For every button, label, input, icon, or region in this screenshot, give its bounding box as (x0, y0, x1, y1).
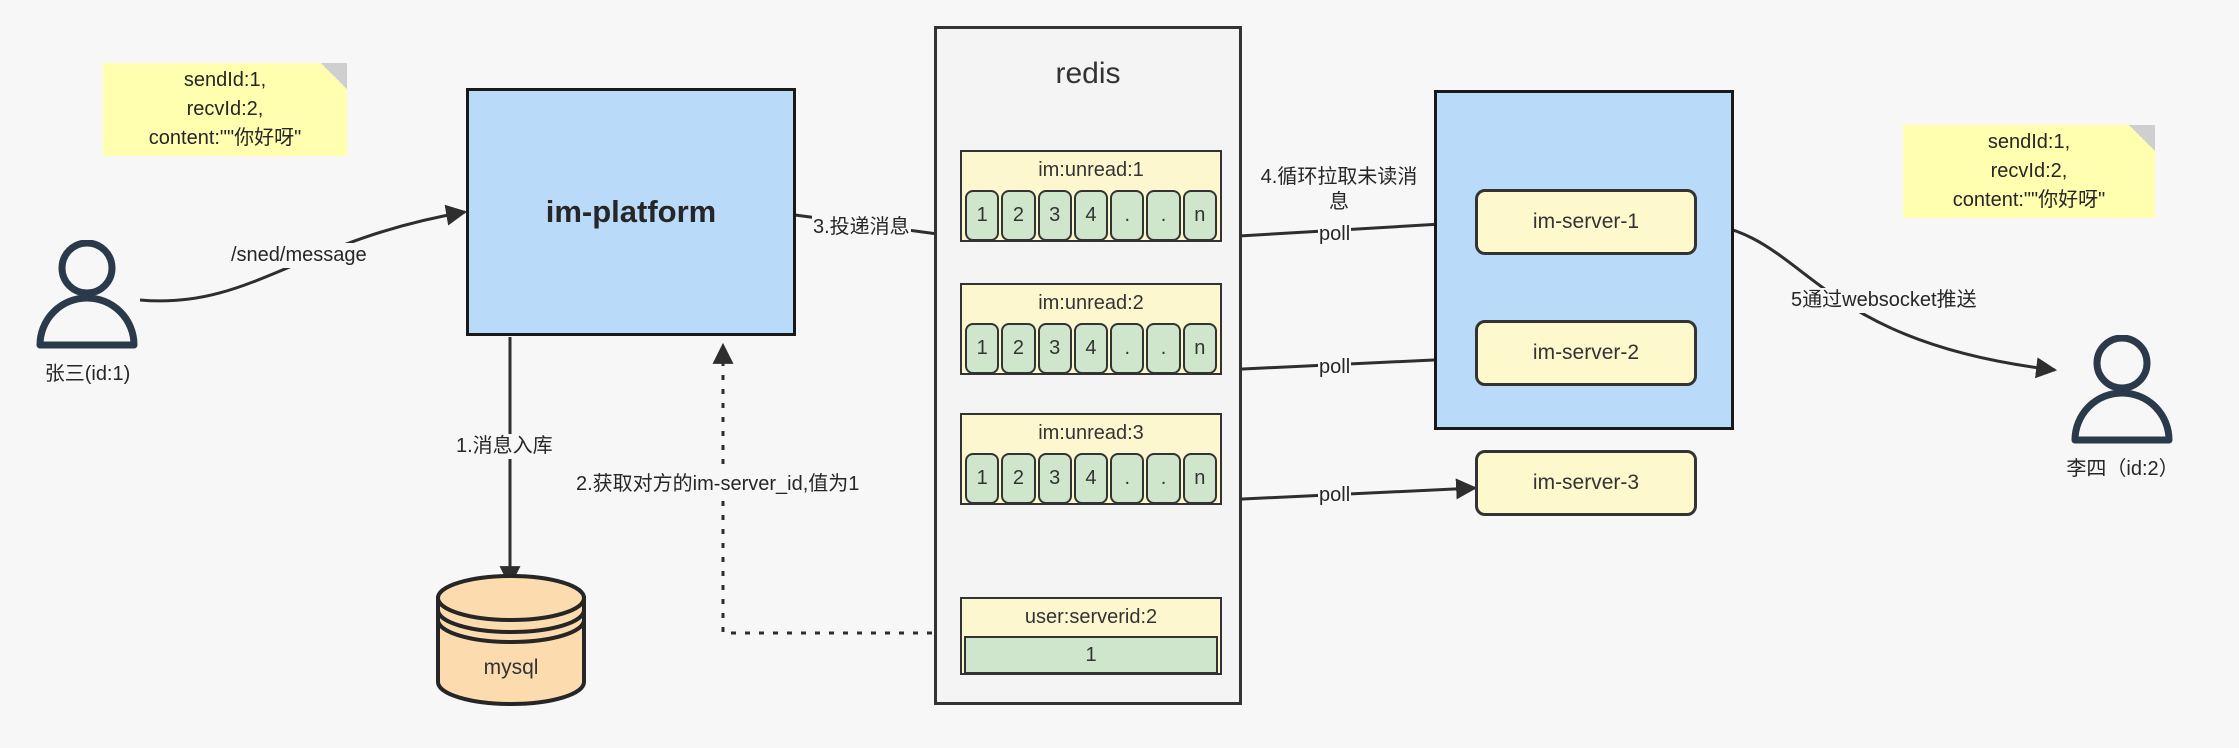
edge-label-poll-2: poll (1318, 355, 1352, 380)
redis-cell: . (1146, 453, 1181, 504)
redis-cell: 2 (1001, 453, 1036, 504)
redis-kv-key: user:serverid:2 (1024, 606, 1158, 628)
edge-label-step1: 1.消息入库 (455, 434, 554, 459)
redis-cell: . (1110, 453, 1145, 504)
redis-cell: 1 (965, 453, 1000, 504)
redis-list-key: im:unread:2 (1038, 292, 1144, 314)
redis-list-key: im:unread:3 (1038, 422, 1144, 444)
redis-list-key: im:unread:1 (1038, 159, 1144, 181)
sticky-note-right: sendId:1, recvId:2, content:""你好呀" (1903, 125, 2155, 218)
redis-cell: 4 (1073, 323, 1109, 374)
edge-label-step2: 2.获取对方的im-server_id,值为1 (575, 472, 861, 497)
redis-cell: 1 (965, 190, 1000, 241)
im-server-3-box[interactable]: im-server-3 (1475, 450, 1697, 516)
redis-kv-user-serverid[interactable]: user:serverid:2 1 (960, 597, 1222, 675)
sticky-fold-icon (2129, 125, 2155, 151)
edge-label-poll-1: poll (1318, 222, 1352, 247)
redis-kv-value: 1 (964, 636, 1218, 674)
redis-list-im-unread-2[interactable]: im:unread:2 1 2 3 4 . . n (960, 283, 1222, 375)
im-platform-label: im-platform (545, 194, 717, 229)
edge-label-step4: 4.循环拉取未读消 息 (1258, 165, 1420, 215)
redis-title: redis (1055, 57, 1121, 90)
mysql-database[interactable]: mysql (432, 570, 590, 710)
edge-label-poll-3: poll (1318, 483, 1352, 508)
im-server-2-label: im-server-2 (1532, 341, 1640, 364)
redis-cell: 2 (1001, 190, 1036, 241)
redis-cell: . (1110, 190, 1145, 241)
sticky-note-left-text: sendId:1, recvId:2, content:""你好呀" (148, 69, 302, 149)
im-server-3-label: im-server-3 (1532, 471, 1640, 494)
actor-sender: 张三(id:1) (30, 239, 145, 385)
sticky-fold-icon (321, 63, 347, 89)
edge-label-step3: 3.投递消息 (812, 215, 911, 240)
redis-cell: . (1110, 323, 1145, 374)
redis-cell: 3 (1037, 453, 1072, 504)
actor-receiver-label: 李四（id:2） (2066, 458, 2179, 480)
redis-cell: 3 (1037, 190, 1072, 241)
user-icon (36, 239, 138, 349)
redis-cell: . (1146, 323, 1181, 374)
actor-sender-label: 张三(id:1) (44, 363, 131, 385)
database-cylinder-icon (436, 574, 586, 706)
redis-cell: 4 (1073, 190, 1109, 241)
redis-list-im-unread-1[interactable]: im:unread:1 1 2 3 4 . . n (960, 150, 1222, 242)
im-platform-box[interactable]: im-platform (466, 88, 796, 336)
mysql-label: mysql (483, 656, 539, 679)
user-icon (2071, 334, 2173, 444)
sticky-note-left: sendId:1, recvId:2, content:""你好呀" (103, 63, 347, 156)
im-server-1-box[interactable]: im-server-1 (1475, 189, 1697, 255)
redis-cell: n (1182, 453, 1217, 504)
redis-cell: n (1182, 323, 1217, 374)
im-server-2-box[interactable]: im-server-2 (1475, 320, 1697, 386)
redis-cell: 4 (1073, 453, 1109, 504)
edge-label-send-message: /sned/message (230, 243, 368, 268)
redis-cell: 1 (965, 323, 1000, 374)
redis-cell: . (1146, 190, 1181, 241)
sticky-note-right-text: sendId:1, recvId:2, content:""你好呀" (1952, 131, 2106, 211)
edge-label-step5: 5通过websocket推送 (1790, 288, 1978, 313)
redis-list-im-unread-3[interactable]: im:unread:3 1 2 3 4 . . n (960, 413, 1222, 505)
im-server-1-label: im-server-1 (1532, 210, 1640, 233)
redis-cell: 2 (1001, 323, 1036, 374)
actor-receiver: 李四（id:2） (2065, 334, 2180, 480)
redis-cell: 3 (1037, 323, 1072, 374)
redis-cell: n (1182, 190, 1217, 241)
